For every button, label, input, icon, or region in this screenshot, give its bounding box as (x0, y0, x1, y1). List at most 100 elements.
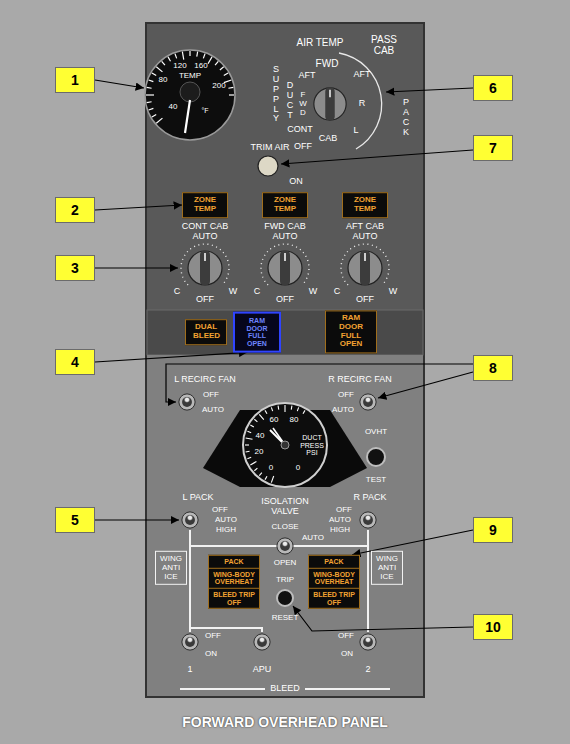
panel-label: AFT (354, 70, 371, 80)
gauge-tick (162, 61, 165, 65)
panel-label: L PACK (182, 493, 213, 503)
bleed-switch (360, 634, 376, 650)
panel-label: AUTO (332, 406, 354, 415)
panel-label: OFF (338, 391, 354, 400)
bleed-switch (254, 634, 270, 650)
gauge-tick (284, 405, 285, 412)
scale-number: 160 (194, 62, 207, 71)
scale-number: 80 (159, 76, 168, 85)
lower-panel (147, 355, 423, 696)
trip-reset-button (277, 590, 293, 606)
panel-label: CLOSE (271, 523, 298, 532)
light-text: ZONE TEMP (270, 196, 300, 214)
zone-knob (188, 251, 222, 285)
scale-number: 80 (290, 416, 299, 425)
panel-label: FWD (299, 91, 307, 117)
light-text: BLEED TRIP OFF (309, 588, 359, 608)
panel-label: PACK (402, 98, 411, 138)
panel-label: OFF (338, 632, 354, 641)
panel-label: AUTO (302, 534, 324, 543)
zone-knobs (181, 244, 389, 285)
panel-label: OFF (276, 295, 294, 305)
callout-number: 5 (55, 507, 95, 533)
gauge-tick (203, 54, 205, 59)
panel-label: ON (205, 650, 217, 659)
panel-label: C (254, 287, 261, 297)
gauge-tick (147, 101, 152, 103)
gauge-tick (224, 73, 228, 76)
annunciator-light: ZONE TEMP (342, 192, 388, 218)
gauge-tick (156, 118, 162, 123)
gauge-tick (250, 425, 253, 427)
gauge-tick (254, 419, 257, 422)
caption: FORWARD OVERHEAD PANEL (182, 714, 388, 730)
panel-label: TEST (366, 476, 386, 485)
pack-annunciator: PACKWING-BODY OVERHEATBLEED TRIP OFF (208, 555, 260, 609)
panel-label: OFF (205, 632, 221, 641)
panel-label: OFF (294, 142, 312, 152)
gauge-tick (246, 451, 250, 453)
panel-label: R PACK (354, 493, 387, 503)
pack-switch (182, 512, 198, 528)
trim-air-switch (258, 156, 278, 176)
panel-label: ON (341, 650, 353, 659)
panel-label: OFF (356, 295, 374, 305)
callout-text: 7 (476, 139, 510, 157)
scale-number: 40 (169, 103, 178, 112)
callout-number: 1 (55, 67, 95, 93)
panel-label: 2 (365, 665, 370, 675)
gauge-tick (265, 476, 267, 479)
panel-label: AUTO (353, 232, 378, 242)
panel-label: HIGH (330, 526, 350, 535)
callout-number: 10 (473, 614, 513, 640)
wing-anti-ice-box: WING ANTI ICE (371, 551, 403, 585)
panel-label: OFF (336, 506, 352, 515)
panel-label: PASS CAB (369, 34, 399, 56)
air-temp-selector (314, 53, 382, 149)
panel-label: W (389, 287, 398, 297)
gauge-tick (228, 87, 233, 89)
gauge-tick (246, 438, 253, 439)
gauge-tick (182, 52, 183, 60)
panel-label: FWD (316, 58, 339, 69)
panel-label: RESET (272, 614, 299, 623)
light-text: ZONE TEMP (350, 196, 380, 214)
zone-knob (268, 251, 302, 285)
light-text: PACK (209, 556, 259, 568)
gauge-tick (247, 431, 251, 432)
scale-number: 200 (212, 82, 225, 91)
panel-label: APU (253, 665, 272, 675)
panel-label: W (309, 287, 318, 297)
panel-label: OFF (212, 506, 228, 515)
temp-gauge (145, 50, 235, 140)
panel-label: CONT (287, 125, 313, 135)
gauge-tick (196, 52, 198, 57)
callout-arrow (95, 352, 247, 362)
panel-label: CONT CAB (182, 222, 228, 232)
gauge-tick (152, 73, 156, 76)
panel-label: W (229, 287, 238, 297)
gauge-tick (259, 473, 262, 476)
callout-text: 9 (476, 521, 510, 539)
panel-label: C (174, 287, 181, 297)
panel-label: AUTO (193, 232, 218, 242)
gauge-tick (146, 94, 154, 95)
gauge-tick (259, 414, 263, 419)
gauge-tick (152, 115, 156, 118)
gauge-tick (265, 410, 267, 413)
gauge-tick (149, 80, 154, 82)
gauge-tick (215, 61, 218, 65)
gauge-tick (278, 406, 280, 410)
panel-label: AUTO (215, 516, 237, 525)
gauge-tick (229, 94, 234, 95)
callout-number: 3 (55, 255, 95, 281)
gauge-tick (245, 444, 249, 445)
callout-text: 1 (58, 71, 92, 89)
scale-number: 60 (270, 416, 279, 425)
gauge-tick (147, 87, 152, 89)
callout-number: 9 (473, 517, 513, 543)
panel-label: 1 (187, 665, 192, 675)
annunciator-light: ZONE TEMP (182, 192, 228, 218)
gauge-tick (291, 406, 293, 410)
annunciator-light: RAM DOOR FULL OPEN (233, 312, 281, 353)
